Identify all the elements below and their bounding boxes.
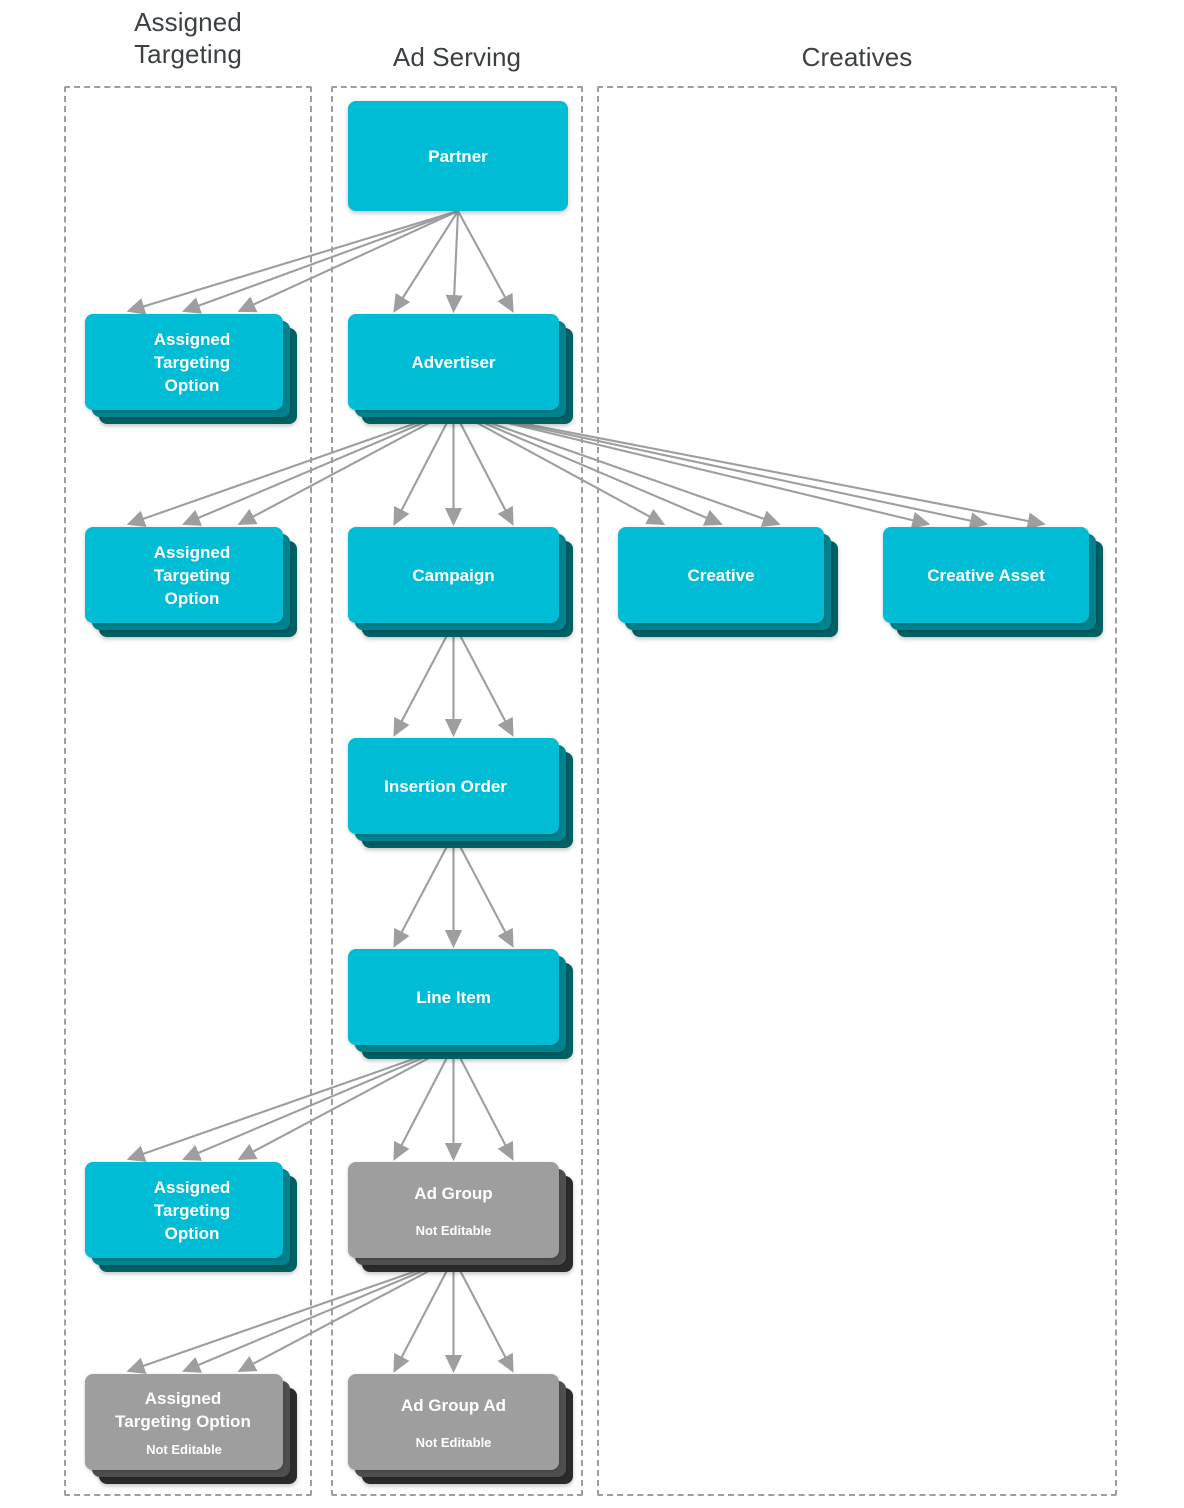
node-ato-partner[interactable]: Assigned Targeting Option <box>85 314 297 424</box>
node-campaign-label: Campaign <box>412 565 495 585</box>
node-creative-card[interactable]: Creative <box>618 527 824 623</box>
node-ato-partner-label: Assigned Targeting Option <box>153 329 231 395</box>
lane-ad-serving <box>331 86 583 1496</box>
node-ato-advertiser-card[interactable]: Assigned Targeting Option <box>85 527 283 623</box>
node-ato-ad-group[interactable]: Assigned Targeting Option Not Editable <box>85 1374 297 1484</box>
column-title-line-2: Targeting <box>134 39 242 69</box>
node-ato-line-item-label: Assigned Targeting Option <box>153 1177 231 1243</box>
node-line-item[interactable]: Line Item <box>348 949 573 1059</box>
column-title-assigned-targeting: Assigned Targeting <box>64 6 312 70</box>
node-creative[interactable]: Creative <box>618 527 838 637</box>
node-partner[interactable]: Partner <box>348 101 568 211</box>
node-ad-group-label: Ad Group <box>414 1183 493 1203</box>
node-ad-group-ad-label: Ad Group Ad <box>400 1395 507 1415</box>
node-partner-card[interactable]: Partner <box>348 101 568 211</box>
node-advertiser[interactable]: Advertiser <box>348 314 573 424</box>
node-ato-line-item-card[interactable]: Assigned Targeting Option <box>85 1162 283 1258</box>
node-ad-group-ad-card[interactable]: Ad Group Ad Not Editable <box>348 1374 559 1470</box>
node-ad-group-ad-not-editable-badge: Not Editable <box>415 1434 492 1450</box>
node-campaign[interactable]: Campaign <box>348 527 573 637</box>
node-ad-group-not-editable-badge: Not Editable <box>415 1222 492 1238</box>
node-insertion-order-label: Insertion Order <box>384 776 507 796</box>
column-title-ad-serving: Ad Serving <box>392 42 522 72</box>
column-title-line-1: Assigned <box>134 7 242 37</box>
node-ato-line-item[interactable]: Assigned Targeting Option <box>85 1162 297 1272</box>
node-ad-group-ad[interactable]: Ad Group Ad Not Editable <box>348 1374 573 1484</box>
node-ato-ad-group-not-editable-badge: Not Editable <box>146 1441 222 1457</box>
node-creative-asset-label: Creative Asset <box>927 565 1045 585</box>
node-ad-group[interactable]: Ad Group Not Editable <box>348 1162 573 1272</box>
node-line-item-label: Line Item <box>416 987 491 1007</box>
node-creative-asset-card[interactable]: Creative Asset <box>883 527 1089 623</box>
lane-creatives <box>597 86 1117 1496</box>
node-ato-ad-group-label: Assigned Targeting Option <box>115 1388 251 1431</box>
node-advertiser-card[interactable]: Advertiser <box>348 314 559 410</box>
node-partner-label: Partner <box>428 146 488 166</box>
column-title-creatives: Creatives <box>801 42 913 72</box>
node-creative-label: Creative <box>687 565 755 585</box>
node-creative-asset[interactable]: Creative Asset <box>883 527 1103 637</box>
lane-assigned-targeting <box>64 86 312 1496</box>
node-insertion-order-card[interactable]: Insertion Order <box>348 738 559 834</box>
node-ato-partner-card[interactable]: Assigned Targeting Option <box>85 314 283 410</box>
node-line-item-card[interactable]: Line Item <box>348 949 559 1045</box>
node-ato-advertiser-label: Assigned Targeting Option <box>153 542 231 608</box>
node-ato-advertiser[interactable]: Assigned Targeting Option <box>85 527 297 637</box>
node-campaign-card[interactable]: Campaign <box>348 527 559 623</box>
node-ato-ad-group-card[interactable]: Assigned Targeting Option Not Editable <box>85 1374 283 1470</box>
node-advertiser-label: Advertiser <box>411 352 496 372</box>
node-insertion-order[interactable]: Insertion Order <box>348 738 573 848</box>
node-ad-group-card[interactable]: Ad Group Not Editable <box>348 1162 559 1258</box>
